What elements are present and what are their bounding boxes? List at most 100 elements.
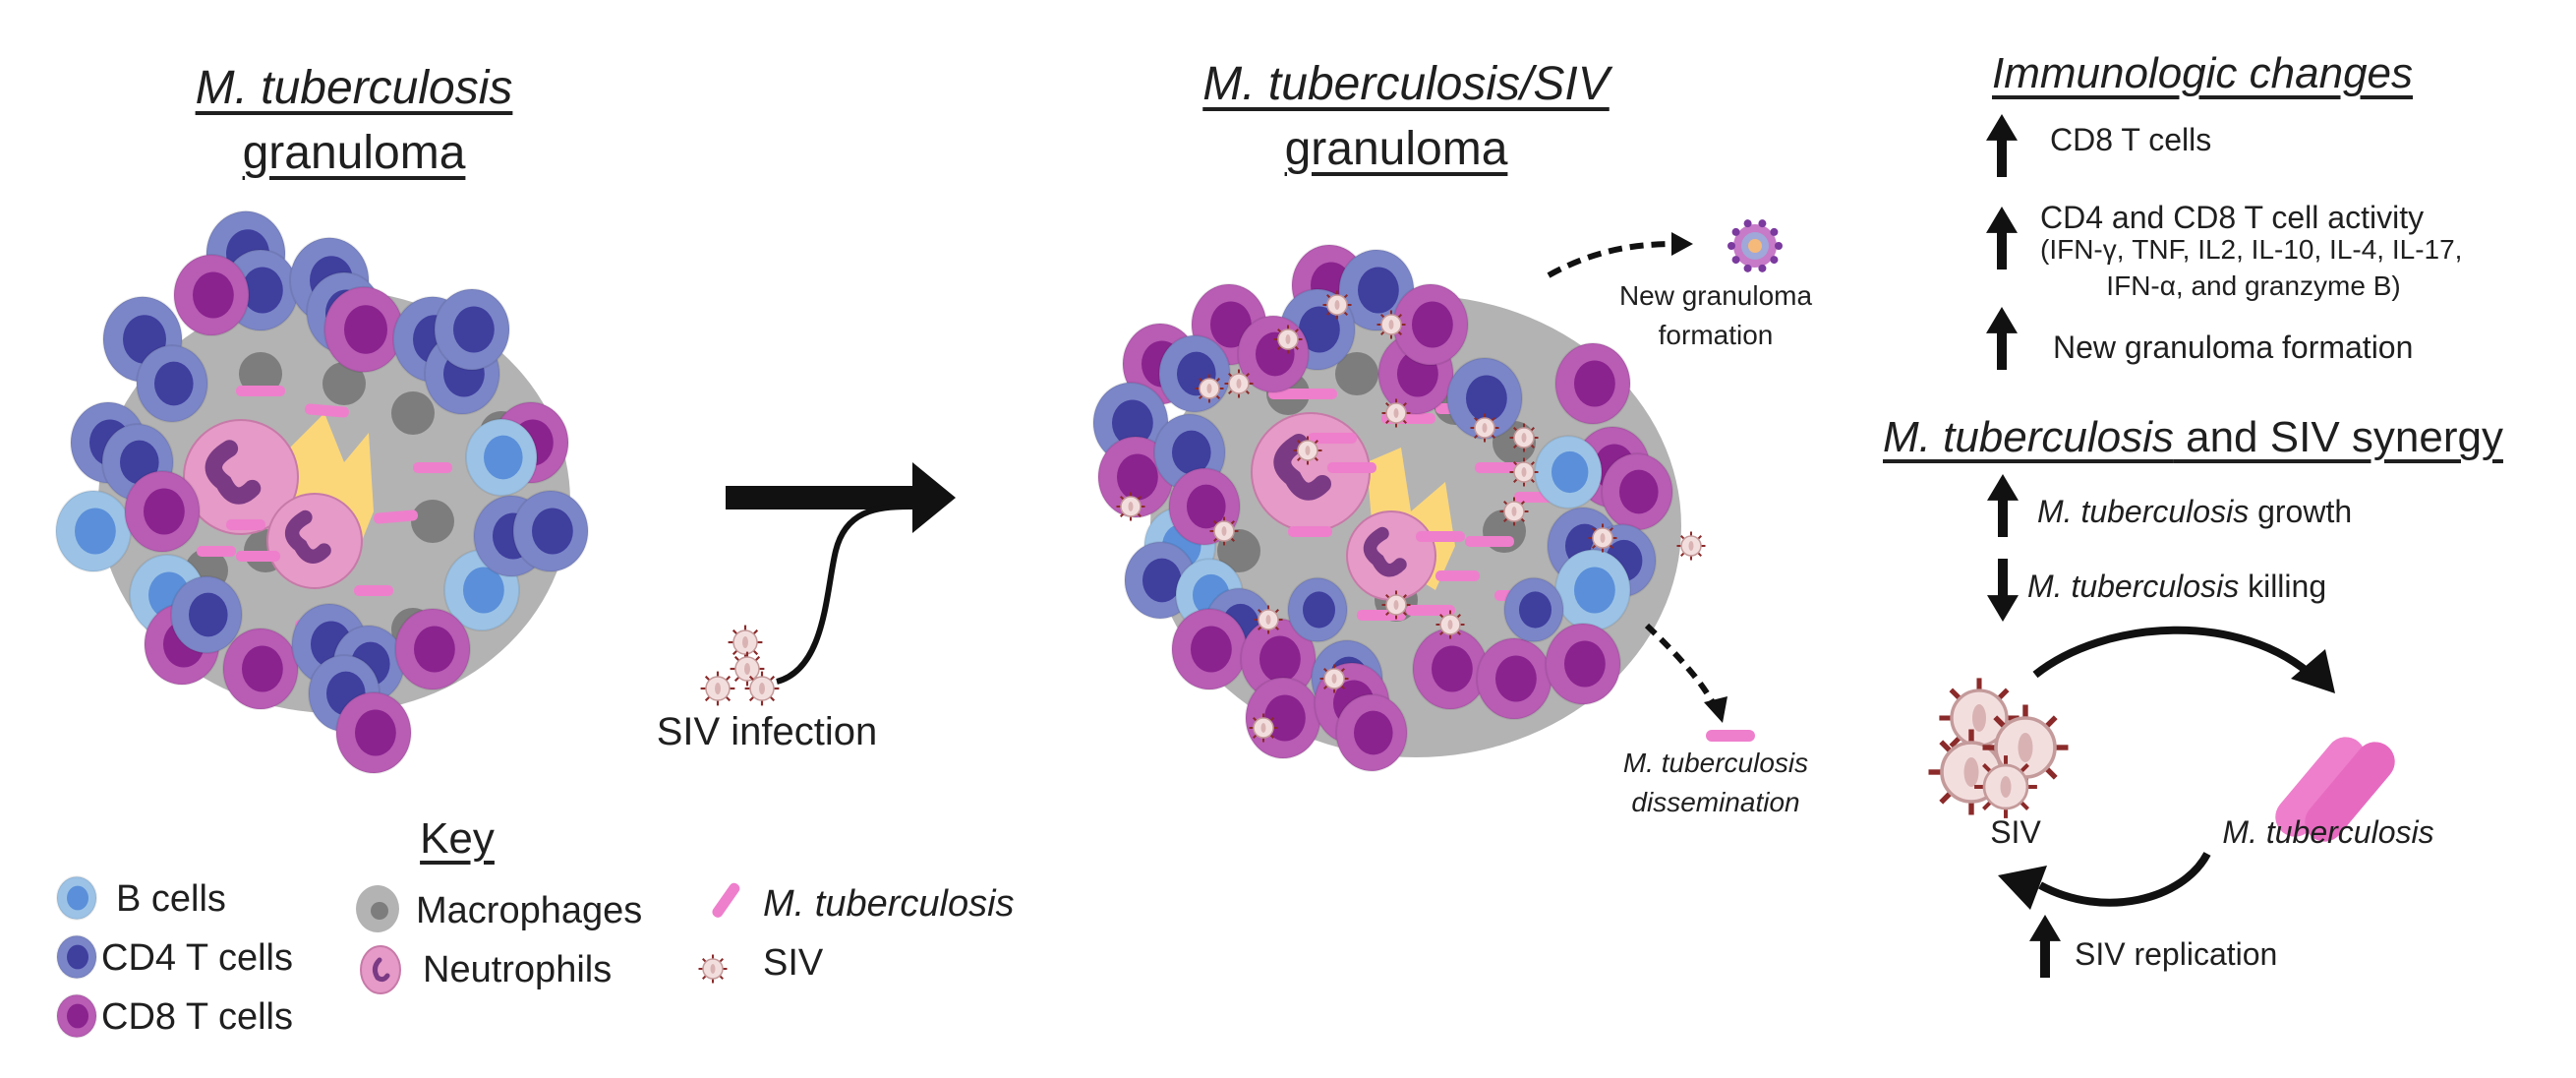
mtb-bacterium: [197, 546, 236, 557]
cycle-siv-label: SIV: [1990, 814, 2041, 850]
cycle-arrow-top: [2032, 626, 2318, 682]
new-granuloma-dashed-arrow: [1547, 241, 1677, 278]
key-label-cd8: CD8 T cells: [101, 996, 293, 1038]
cd8-t-cell: [335, 690, 412, 775]
cd4-t-cell: [434, 287, 510, 372]
cd8-t-cell: [1171, 607, 1248, 691]
mtb-bacterium: [236, 551, 280, 562]
synergy-item-growth: M. tuberculosis growth: [2037, 494, 2352, 530]
mtb-bacterium: [1288, 526, 1332, 537]
macrophage-nucleus: [411, 500, 454, 543]
arrow-up-icon: [1986, 307, 2018, 370]
siv-virion: [1470, 413, 1499, 443]
new-granuloma-icon: [1727, 219, 1783, 272]
cd8-t-cell: [222, 627, 299, 711]
siv-virion: [1381, 590, 1411, 620]
siv-virus-cluster-icon: [1928, 678, 2069, 818]
cd8-t-cell: [1240, 617, 1317, 701]
key-title: Key: [420, 814, 495, 863]
bacterium-icon: [712, 882, 740, 918]
cd4-t-cell: [56, 934, 97, 980]
dissemination-dashed-arrow: [1644, 623, 1719, 710]
cd8-t-cell: [1392, 282, 1469, 367]
siv-virion: [1319, 664, 1349, 693]
synergy-item-growth-italic: M. tuberculosis: [2037, 494, 2250, 529]
siv-virion: [1254, 605, 1283, 634]
immunologic-item-cd8: CD8 T cells: [2050, 122, 2212, 157]
cd4-t-cell: [1158, 334, 1231, 413]
b-cell: [465, 418, 538, 497]
b-cell: [1534, 435, 1603, 509]
siv-virion: [1499, 497, 1529, 526]
neutrophil: [1346, 510, 1436, 601]
siv-virion: [1249, 713, 1278, 743]
siv-infection-viruses: [700, 625, 780, 706]
cd8-t-cell: [323, 285, 404, 374]
arrow-down-icon: [1987, 559, 2019, 622]
middle-panel-subtitle: granuloma: [1284, 123, 1508, 175]
synergy-title-rest: and SIV synergy: [2173, 413, 2503, 461]
siv-virion: [744, 671, 780, 706]
key-label-b-cells: B cells: [116, 878, 226, 920]
cd4-t-cell: [1503, 576, 1564, 643]
dissemination-label-line2: dissemination: [1631, 787, 1800, 817]
siv-virion: [1376, 310, 1406, 339]
mtb-bacterium: [1327, 462, 1376, 473]
arrow-up-icon: [2029, 915, 2061, 978]
mtb-bacterium: [1308, 433, 1357, 444]
synergy-item-killing-text: killing: [2239, 569, 2327, 604]
cd8-t-cell: [1476, 636, 1552, 721]
tb-granuloma-illustration: [55, 210, 589, 775]
synergy-title-italic: M. tuberculosis: [1883, 413, 2174, 461]
left-panel-subtitle: granuloma: [242, 127, 466, 179]
siv-virion: [1195, 374, 1224, 403]
siv-virion: [698, 954, 728, 984]
key-label-macrophages: Macrophages: [416, 890, 643, 931]
arrow-up-icon: [1986, 207, 2018, 270]
cd8-t-cell: [1245, 676, 1321, 760]
macrophage-nucleus: [1335, 352, 1378, 395]
siv-replication-label: SIV replication: [2075, 936, 2278, 972]
key-label-neutrophils: Neutrophils: [423, 949, 613, 990]
siv-virion: [700, 671, 735, 706]
immunologic-item-activity-detail1: (IFN-γ, TNF, IL2, IL-10, IL-4, IL-17,: [2040, 234, 2463, 265]
synergy-item-killing-italic: M. tuberculosis: [2027, 569, 2240, 604]
mtb-bacterium: [1406, 605, 1455, 616]
virus-icon: [698, 954, 728, 984]
siv-virion: [1116, 492, 1145, 521]
siv-infection-curve: [776, 504, 910, 685]
siv-virion: [1509, 457, 1539, 487]
cd8-t-cell: [394, 607, 471, 691]
cd4-t-cell: [1338, 248, 1415, 332]
mtb-bacterium: [1268, 389, 1337, 399]
cd8-t-cell: [1412, 627, 1489, 711]
macrophage-nucleus: [391, 391, 435, 435]
cd8-t-cell: [56, 993, 97, 1039]
cd8-t-cell: [124, 469, 201, 554]
neutrophil-icon: [360, 945, 401, 994]
cd4-t-cell: [1446, 356, 1523, 441]
cycle-arrow-bottom: [2038, 851, 2211, 907]
key-label-cd4: CD4 T cells: [101, 937, 293, 979]
immunologic-item-new-granuloma: New granuloma formation: [2053, 329, 2414, 365]
mtb-bacterium: [1465, 536, 1514, 547]
disseminated-bacterium-icon: [1706, 730, 1755, 742]
neutrophil: [266, 493, 363, 589]
siv-virion: [1676, 531, 1706, 561]
b-cell: [55, 489, 132, 573]
immunologic-item-activity: CD4 and CD8 T cell activity: [2040, 200, 2425, 235]
cd4-t-cell: [136, 344, 208, 423]
mtb-bacterium: [1435, 570, 1480, 581]
cd8-t-cell: [1601, 452, 1673, 531]
dissemination-label-line1: M. tuberculosis: [1622, 748, 1809, 778]
synergy-title: M. tuberculosis and SIV synergy: [1883, 413, 2503, 462]
new-granuloma-label-line2: formation: [1658, 320, 1774, 350]
cd4-t-cell: [170, 575, 243, 654]
mtb-bacteria-cluster-icon: [2275, 737, 2395, 842]
new-granuloma-label-line1: New granuloma: [1618, 280, 1813, 311]
macrophage-icon: [356, 885, 399, 932]
siv-virion: [1381, 398, 1411, 428]
cd8-t-cell: [144, 602, 220, 687]
mtb-bacterium: [413, 462, 452, 473]
synergy-item-growth-text: growth: [2249, 494, 2353, 529]
